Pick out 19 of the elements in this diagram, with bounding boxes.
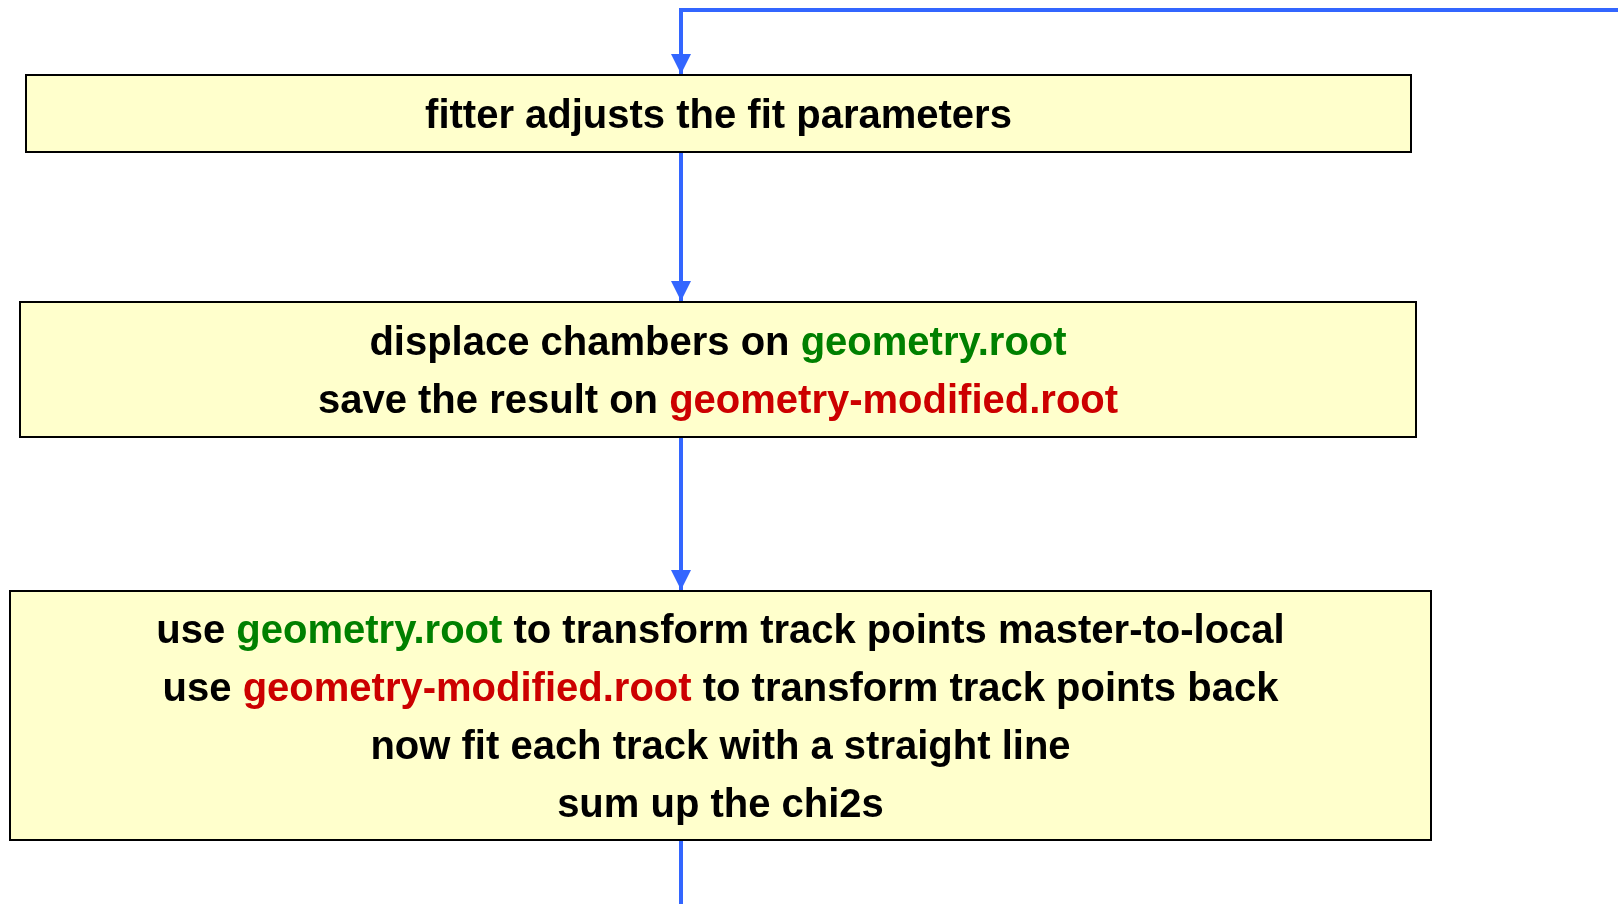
- box-text: to transform track points master-to-local: [513, 606, 1285, 651]
- box-text: geometry-modified.root: [669, 376, 1119, 421]
- box-text: save the result on: [317, 376, 659, 421]
- arrow: [671, 8, 1618, 74]
- box-text: now fit each track with a straight line: [370, 722, 1071, 767]
- box-text: to transform track points back: [702, 664, 1279, 709]
- box-text: geometry-modified.root: [242, 664, 692, 709]
- arrow: [671, 153, 691, 301]
- arrow: [671, 438, 691, 590]
- process-box: [19, 301, 1417, 438]
- box-text: geometry.root: [800, 318, 1067, 363]
- box-text: sum up the chi2s: [557, 780, 884, 825]
- process-box: [9, 590, 1432, 841]
- process-box: [25, 74, 1412, 153]
- box-text: displace chambers on: [369, 318, 790, 363]
- box-text: use: [156, 606, 226, 651]
- box-text: geometry.root: [236, 606, 503, 651]
- box-text: fitter adjusts the fit parameters: [425, 91, 1012, 136]
- box-text: use: [162, 664, 232, 709]
